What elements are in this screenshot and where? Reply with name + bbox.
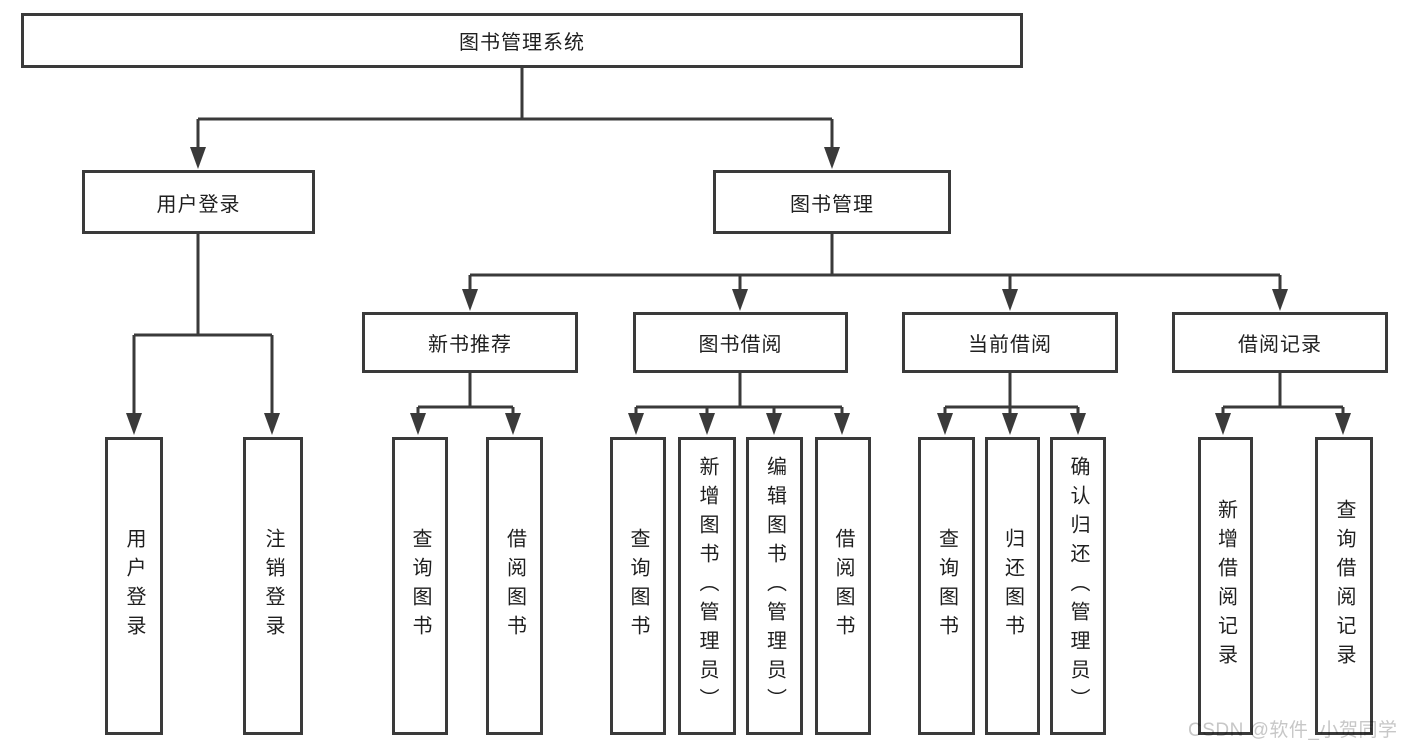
node-label: 新书推荐 — [428, 334, 512, 356]
leaf-query-books-recommend: 查询图书 — [392, 437, 448, 735]
leaf-query-books-borrow: 查询图书 — [610, 437, 666, 735]
node-book-borrowing: 图书借阅 — [633, 312, 848, 373]
leaf-query-books-current: 查询图书 — [918, 437, 975, 735]
leaf-return-books: 归还图书 — [985, 437, 1040, 735]
connector-paths — [132, 68, 1345, 418]
node-root-system: 图书管理系统 — [21, 13, 1023, 68]
node-label: 注销登录 — [262, 528, 284, 644]
node-book-management: 图书管理 — [713, 170, 951, 234]
node-label: 新增借阅记录 — [1214, 499, 1237, 673]
csdn-watermark: CSDN @软件_小贺同学 — [1188, 720, 1398, 741]
leaf-add-books-admin: 新增图书（管理员） — [678, 437, 736, 735]
arrowheads — [126, 147, 1351, 435]
node-label: 图书借阅 — [698, 334, 783, 356]
node-borrowing-records: 借阅记录 — [1172, 312, 1388, 373]
node-label: 查询图书 — [627, 528, 649, 644]
leaf-add-borrow-record: 新增借阅记录 — [1198, 437, 1253, 735]
node-label: 确认归还（管理员） — [1067, 455, 1089, 717]
node-label: 归还图书 — [1001, 528, 1024, 644]
node-label: 查询图书 — [935, 528, 958, 644]
leaf-borrow-books-recommend: 借阅图书 — [486, 437, 543, 735]
leaf-logout: 注销登录 — [243, 437, 303, 735]
leaf-query-borrow-record: 查询借阅记录 — [1315, 437, 1373, 735]
leaf-user-login: 用户登录 — [105, 437, 163, 735]
node-current-borrowing: 当前借阅 — [902, 312, 1118, 373]
node-label: 查询借阅记录 — [1333, 499, 1355, 673]
node-label: 图书管理 — [790, 193, 874, 216]
node-label: 借阅图书 — [832, 528, 854, 644]
node-new-book-recommend: 新书推荐 — [362, 312, 578, 373]
node-label: 借阅记录 — [1238, 334, 1322, 356]
node-label: 当前借阅 — [968, 334, 1052, 356]
node-label: 用户登录 — [123, 528, 145, 644]
node-label: 图书管理系统 — [459, 32, 585, 54]
leaf-borrow-books: 借阅图书 — [815, 437, 871, 735]
node-label: 借阅图书 — [503, 528, 526, 644]
node-label: 编辑图书（管理员） — [763, 455, 786, 717]
node-label: 新增图书（管理员） — [696, 455, 718, 717]
node-label: 用户登录 — [156, 193, 241, 216]
leaf-confirm-return-admin: 确认归还（管理员） — [1050, 437, 1106, 735]
leaf-edit-books-admin: 编辑图书（管理员） — [746, 437, 803, 735]
node-label: 查询图书 — [409, 528, 431, 644]
node-user-login: 用户登录 — [82, 170, 315, 234]
